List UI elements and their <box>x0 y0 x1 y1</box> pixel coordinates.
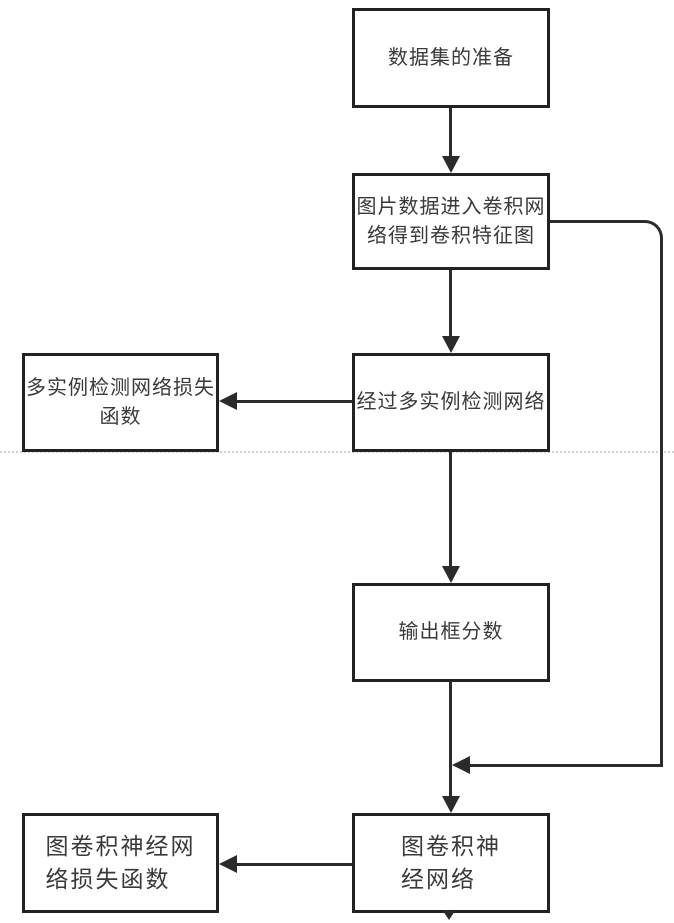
arrowhead-conv-to-mil <box>442 336 460 353</box>
node-graph-conv-network: 图卷积神 经网络 <box>352 813 550 913</box>
node-mil-detection-network-label: 经过多实例检测网络 <box>356 391 546 413</box>
stage-divider-dotted-line <box>0 451 674 453</box>
node-graph-conv-loss-function-label: 图卷积神经网 络损失函数 <box>45 832 196 892</box>
arrowhead-mil-to-loss <box>219 392 237 410</box>
arrowhead-scores-to-gcn <box>442 796 460 813</box>
node-dataset-preparation: 数据集的准备 <box>352 8 550 108</box>
connector-mil-to-loss <box>237 400 352 403</box>
node-mil-loss-function-label: 多实例检测网络损失 函数 <box>26 376 215 428</box>
connector-bypass-horizontal <box>469 764 663 767</box>
node-mil-detection-network: 经过多实例检测网络 <box>352 353 550 452</box>
node-output-box-scores: 输出框分数 <box>352 583 550 682</box>
gcn-output-stub-arrow <box>443 911 455 920</box>
node-graph-conv-loss-function: 图卷积神经网 络损失函数 <box>22 813 219 913</box>
node-conv-feature-map: 图片数据进入卷积网 络得到卷积特征图 <box>352 173 550 270</box>
arrowhead-gcn-to-loss <box>219 855 237 873</box>
arrowhead-mil-to-scores <box>442 566 460 583</box>
connector-mil-to-scores <box>449 452 452 569</box>
connector-gcn-to-loss <box>237 863 352 866</box>
node-conv-feature-map-label: 图片数据进入卷积网 络得到卷积特征图 <box>356 195 546 247</box>
node-output-box-scores-label: 输出框分数 <box>398 621 504 643</box>
arrowhead-dataset-to-conv <box>442 156 460 173</box>
connector-conv-bypass-elbow <box>550 220 663 766</box>
node-dataset-preparation-label: 数据集的准备 <box>388 46 514 69</box>
node-graph-conv-network-label: 图卷积神 经网络 <box>401 832 501 892</box>
connector-dataset-to-conv <box>449 108 452 159</box>
connector-conv-to-mil <box>449 270 452 338</box>
connector-scores-to-gcn <box>449 682 452 799</box>
arrowhead-bypass-join <box>452 756 470 774</box>
node-mil-loss-function: 多实例检测网络损失 函数 <box>22 353 219 452</box>
